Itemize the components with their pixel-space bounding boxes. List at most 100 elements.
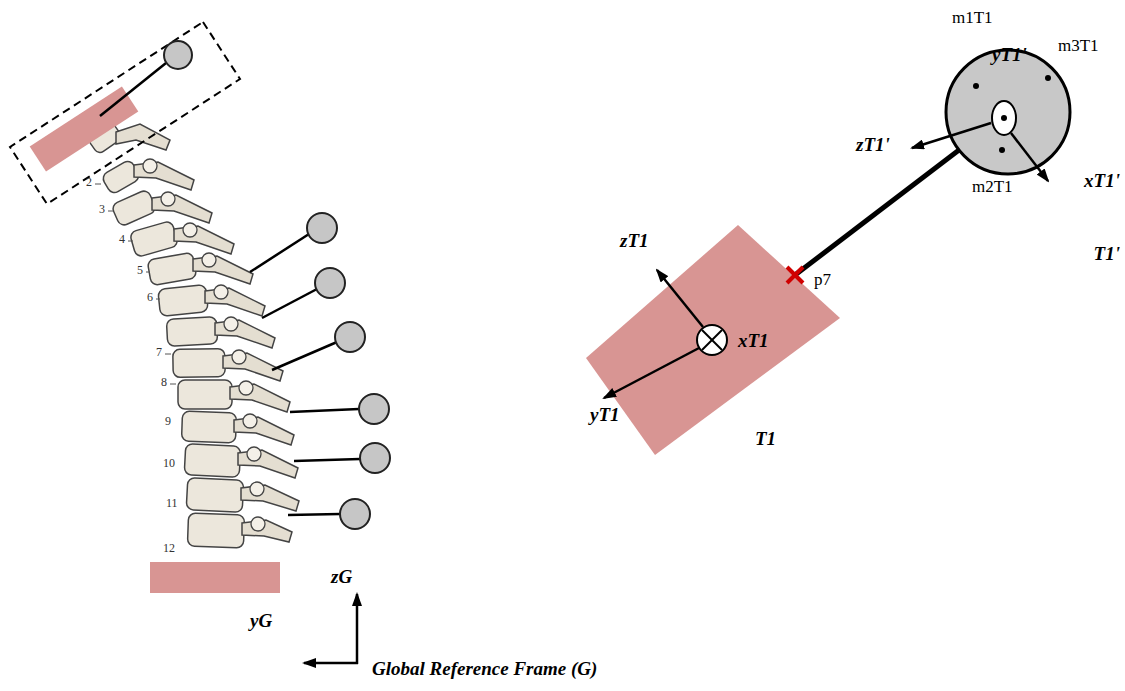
marker-stick [294,459,360,461]
tick [128,241,133,242]
axis-into-page [697,325,727,355]
vertebra-body [147,252,197,286]
marker-ball [335,322,365,352]
axis-label: zG [331,566,352,588]
marker-ball [307,213,337,243]
vertebra-number: 11 [166,497,178,511]
vertebra-number: 12 [163,542,175,556]
axis-label: yT1 [590,404,620,426]
point-cross [787,267,803,283]
axis-arrow [604,348,699,398]
marker-ball [164,41,192,69]
tick [95,184,101,185]
facet [224,317,238,331]
vertebra-body [111,189,157,227]
vertebra-body [173,349,225,378]
marker-stick [288,514,340,515]
facet [247,447,261,461]
spinous-process [242,520,292,542]
marker-dot [999,147,1005,153]
vertebra-number: 6 [147,291,153,305]
facet [183,223,197,237]
marker-stick [290,409,359,412]
marker-stick [272,342,337,370]
point-label: p7 [814,270,831,290]
vertebra-number: 10 [163,457,175,471]
vertebra-body [158,285,209,317]
marker-label: m3T1 [1058,36,1099,56]
axis-arrow [356,594,359,664]
axis-arrow [657,270,703,327]
axis-arrow [304,662,358,665]
tick [146,272,150,273]
marker-stick [262,289,317,318]
facet-joints [143,159,265,531]
vertebra-body [184,444,241,478]
marker-ball [359,394,389,424]
marker-label: m1T1 [952,8,993,28]
vertebra-number: 7 [156,346,162,360]
facet [239,381,253,395]
axis-label: yG [250,610,272,632]
tick [108,211,113,212]
marker-rod [795,150,959,275]
vertebra-body [178,380,232,409]
facet [250,482,264,496]
vertebra-number: 9 [165,415,171,429]
tick [170,384,176,385]
tick [165,354,171,355]
axis-label: zT1 [620,230,649,252]
segment-label: T1' [1094,243,1120,265]
marker-label: m2T1 [972,177,1013,197]
facet [143,159,157,173]
facet [232,350,246,364]
number-ticks [95,184,176,384]
axis-into-page [702,330,722,350]
marker-ball [315,268,345,298]
facet [161,192,175,206]
axis-label: yT1' [992,44,1027,66]
marker-dot [1045,75,1051,81]
axis-into-page [702,330,722,350]
marker-cluster [946,50,1070,174]
facet [214,285,228,299]
vertebra-body [187,513,244,548]
dashed-box [10,22,240,204]
axis-out-of-page [1001,115,1007,121]
facet [243,414,257,428]
frame-title: Global Reference Frame (G) [372,658,597,680]
marker-ball [360,443,390,473]
marker-sticks [250,234,360,515]
pink-plate [150,562,280,593]
vertebra-number: 4 [119,233,125,247]
vertebra-body [129,220,178,257]
pink-plate [586,225,840,455]
axis-arrow [912,123,991,148]
spinous-process [116,124,170,150]
vertebra-number: 3 [99,203,105,217]
vertebra-number: 5 [137,264,143,278]
facet [251,517,265,531]
marker-dot [973,83,979,89]
marker-stick [250,234,309,272]
vertebra-body [181,411,236,443]
marker-stick [100,63,166,116]
axis-label: zT1' [856,134,890,156]
axis-out-of-page [992,101,1016,135]
marker-balls [307,213,390,529]
facet [202,253,216,267]
axis-label: xT1' [1084,170,1120,192]
vertebra-number: 8 [161,376,167,390]
tick [156,299,160,300]
vertebral-processes [116,124,299,542]
vertebra-body [166,317,217,347]
point-cross [787,267,803,283]
vertebra-body [186,478,244,513]
vertebra-number: 2 [86,176,92,190]
axis-arrow [1011,133,1048,181]
axis-label: xT1 [738,330,769,352]
marker-ball [340,499,370,529]
segment-label: T1 [755,428,776,450]
